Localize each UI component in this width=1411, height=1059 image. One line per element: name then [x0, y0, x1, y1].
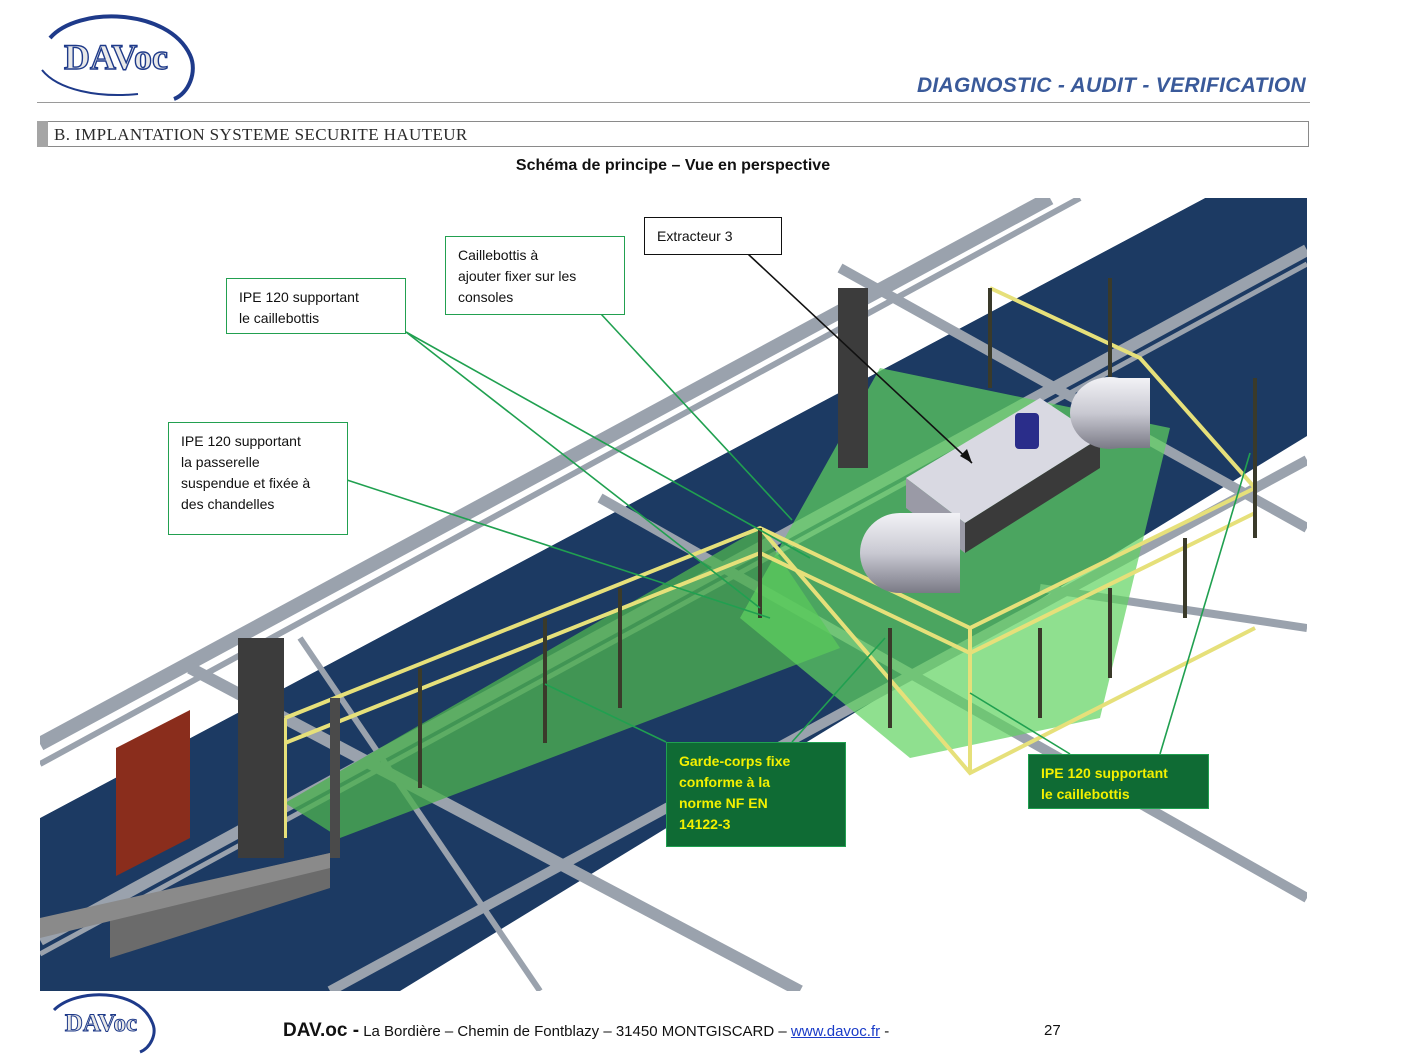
section-heading-bar [37, 121, 48, 147]
suspended-walkway [285, 528, 840, 838]
column-right [838, 288, 868, 468]
footer-brand: DAV.oc - [283, 1020, 360, 1041]
perspective-diagram: Extracteur 3 Caillebottis à ajouter fixe… [36, 191, 1310, 997]
callout-ipe-caillebottis-top: IPE 120 supportant le caillebottis [226, 278, 406, 334]
guardrail-posts [418, 278, 1257, 788]
callout-garde-corps: Garde-corps fixe conforme à la norme NF … [666, 742, 846, 847]
schema-title: Schéma de principe – Vue en perspective [515, 157, 831, 174]
red-panel [116, 710, 190, 876]
page-number: 27 [1044, 1022, 1061, 1039]
header-divider [37, 102, 1310, 103]
callout-leaders [346, 313, 1251, 755]
footer-website-link[interactable]: www.davoc.fr [790, 1023, 881, 1040]
callout-extracteur: Extracteur 3 [644, 217, 782, 255]
davoc-logo: DAVoc [41, 14, 195, 101]
footer-address: DAV.oc - La Bordière – Chemin de Fontbla… [283, 1020, 889, 1042]
logo-lettering: DAVoc [64, 37, 168, 77]
callout-caillebottis-ajouter: Caillebottis à ajouter fixer sur les con… [445, 236, 625, 315]
section-heading: B. IMPLANTATION SYSTEME SECURITE HAUTEUR [54, 125, 468, 144]
header-title: DIAGNOSTIC - AUDIT - VERIFICATION [916, 74, 1306, 97]
extractor-unit [860, 377, 1150, 593]
callout-ipe-passerelle: IPE 120 supportant la passerelle suspend… [168, 422, 348, 535]
footer-separator: - [884, 1023, 890, 1040]
footer-logo-lettering: DAVoc [65, 1010, 137, 1037]
column-left [238, 638, 284, 858]
guardrails [283, 286, 1257, 838]
callout-ipe-caillebottis-bottom: IPE 120 supportant le caillebottis [1028, 754, 1209, 809]
footer-address-text: La Bordière – Chemin de Fontblazy – 3145… [363, 1023, 787, 1040]
perspective-drawing [36, 191, 1310, 997]
footer-davoc-logo: DAVoc [52, 993, 156, 1054]
